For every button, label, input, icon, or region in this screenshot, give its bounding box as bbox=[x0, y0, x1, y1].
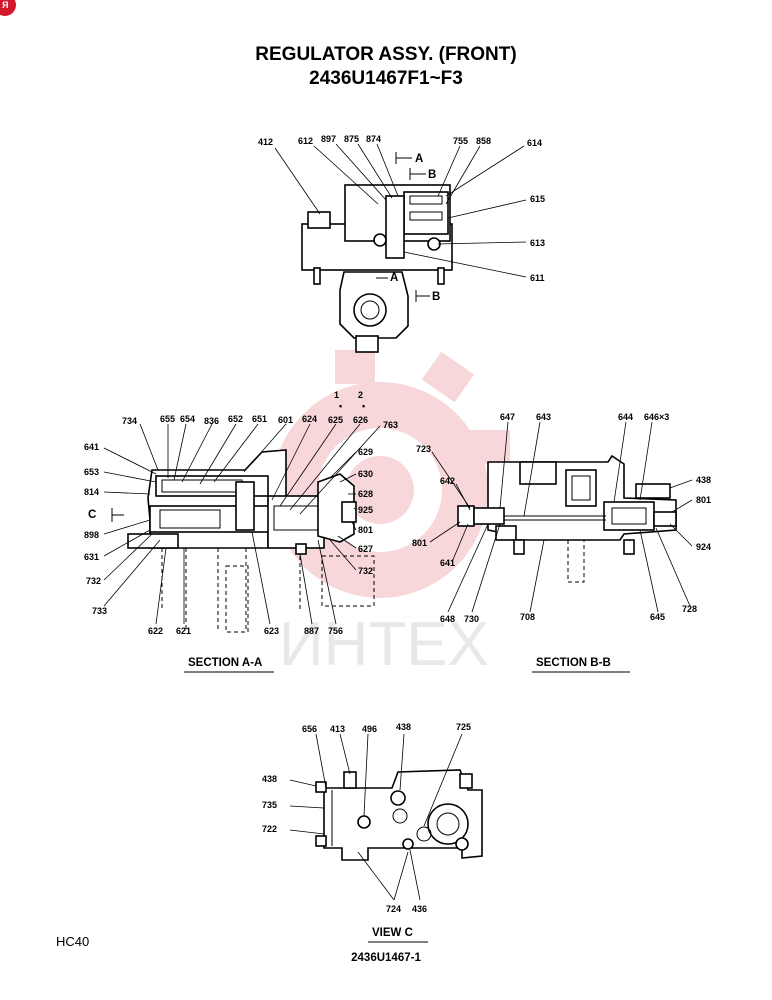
part-label: 763 bbox=[383, 420, 398, 430]
part-label: 725 bbox=[456, 722, 471, 732]
part-label: 654 bbox=[180, 414, 195, 424]
view-c-mark: C bbox=[88, 509, 96, 521]
part-label: 644 bbox=[618, 412, 633, 422]
diagram-title: REGULATOR ASSY. (FRONT) bbox=[255, 44, 517, 65]
leader-lines bbox=[103, 143, 693, 901]
corner-logo-mark: Я bbox=[0, 0, 16, 16]
part-label: 656 bbox=[302, 724, 317, 734]
drawing-number: 2436U1467-1 bbox=[351, 952, 421, 964]
section-a-drawing bbox=[111, 449, 375, 633]
part-label: 622 bbox=[148, 626, 163, 636]
part-label: 801 bbox=[358, 525, 373, 535]
part-label: 646×3 bbox=[644, 412, 669, 422]
part-label: 887 bbox=[304, 626, 319, 636]
part-label: 801 bbox=[696, 495, 711, 505]
part-label: 2 bbox=[358, 390, 363, 400]
part-label: 613 bbox=[530, 238, 545, 248]
top-view-labels: 412 612 897 875 874 755 858 614 615 613 … bbox=[258, 134, 545, 283]
part-label: 629 bbox=[358, 447, 373, 457]
part-label: 631 bbox=[84, 552, 99, 562]
part-label: 732 bbox=[358, 566, 373, 576]
part-label: 611 bbox=[530, 273, 545, 283]
section-a-labels: 1 2 • • 734 655 654 836 652 651 601 624 … bbox=[84, 390, 398, 673]
part-label: 642 bbox=[440, 476, 455, 486]
section-cut-marks: A B A B bbox=[376, 152, 440, 303]
part-label: 722 bbox=[262, 824, 277, 834]
part-label: 438 bbox=[696, 475, 711, 485]
part-label: 623 bbox=[264, 626, 279, 636]
part-label: 755 bbox=[453, 136, 468, 146]
part-label: 627 bbox=[358, 544, 373, 554]
part-label: 614 bbox=[527, 138, 542, 148]
section-b-title: SECTION B-B bbox=[536, 657, 611, 669]
part-label: 925 bbox=[358, 505, 373, 515]
part-label: 625 bbox=[328, 415, 343, 425]
svg-text:•: • bbox=[339, 401, 342, 411]
part-label: 836 bbox=[204, 416, 219, 426]
part-label: 874 bbox=[366, 134, 381, 144]
part-label: 735 bbox=[262, 800, 277, 810]
part-label: 645 bbox=[650, 612, 665, 622]
part-label: 412 bbox=[258, 137, 273, 147]
part-label: 814 bbox=[84, 487, 99, 497]
part-label: 733 bbox=[92, 606, 107, 616]
section-mark-a-bottom: A bbox=[390, 272, 398, 284]
top-view-drawing bbox=[301, 184, 453, 353]
part-label: 624 bbox=[302, 414, 317, 424]
part-label: 626 bbox=[353, 415, 368, 425]
part-label: 651 bbox=[252, 414, 267, 424]
section-b-labels: 647 643 644 646×3 723 642 438 801 924 80… bbox=[412, 412, 711, 673]
part-label: 496 bbox=[362, 724, 377, 734]
part-label: 643 bbox=[536, 412, 551, 422]
view-c-labels: 656 413 496 438 725 438 735 722 724 436 … bbox=[262, 722, 471, 943]
section-mark-a-top: A bbox=[415, 153, 423, 165]
part-label: 648 bbox=[440, 614, 455, 624]
part-label: 628 bbox=[358, 489, 373, 499]
part-label: 655 bbox=[160, 414, 175, 424]
part-label: 641 bbox=[440, 558, 455, 568]
part-number-title: 2436U1467F1~F3 bbox=[309, 68, 463, 89]
part-label: 647 bbox=[500, 412, 515, 422]
part-label: 756 bbox=[328, 626, 343, 636]
watermark-text: ИНТЕХ bbox=[279, 610, 489, 679]
watermark-logo: ИНТЕХ bbox=[272, 350, 510, 679]
part-label: 734 bbox=[122, 416, 137, 426]
view-c-drawing bbox=[315, 769, 483, 861]
part-label: 708 bbox=[520, 612, 535, 622]
part-label: 615 bbox=[530, 194, 545, 204]
part-label: 898 bbox=[84, 530, 99, 540]
svg-text:•: • bbox=[362, 401, 365, 411]
section-mark-b-bottom: B bbox=[432, 291, 440, 303]
part-label: 601 bbox=[278, 415, 293, 425]
part-label: 641 bbox=[84, 442, 99, 452]
part-label: 438 bbox=[396, 722, 411, 732]
part-label: 897 bbox=[321, 134, 336, 144]
part-label: 621 bbox=[176, 626, 191, 636]
part-label: 653 bbox=[84, 467, 99, 477]
view-c-title: VIEW C bbox=[372, 927, 413, 939]
part-label: 730 bbox=[464, 614, 479, 624]
part-label: 438 bbox=[262, 774, 277, 784]
part-label: 732 bbox=[86, 576, 101, 586]
part-label: 1 bbox=[334, 390, 339, 400]
part-label: 723 bbox=[416, 444, 431, 454]
part-label: 630 bbox=[358, 469, 373, 479]
part-label: 436 bbox=[412, 904, 427, 914]
part-label: 924 bbox=[696, 542, 711, 552]
section-mark-b-top: B bbox=[428, 169, 436, 181]
part-label: 728 bbox=[682, 604, 697, 614]
section-b-drawing bbox=[457, 454, 677, 583]
part-label: 801 bbox=[412, 538, 427, 548]
model-code: HC40 bbox=[56, 934, 90, 949]
part-label: 724 bbox=[386, 904, 401, 914]
part-label: 413 bbox=[330, 724, 345, 734]
part-label: 612 bbox=[298, 136, 313, 146]
part-label: 875 bbox=[344, 134, 359, 144]
part-label: 858 bbox=[476, 136, 491, 146]
part-label: 652 bbox=[228, 414, 243, 424]
section-a-title: SECTION A-A bbox=[188, 657, 262, 669]
